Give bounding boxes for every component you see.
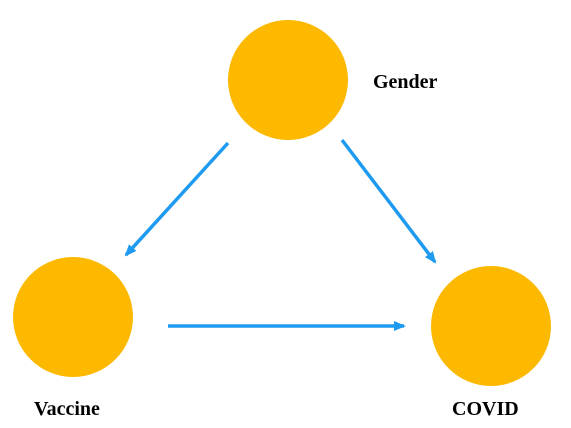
edge-gender-to-covid — [340, 138, 437, 264]
node-vaccine — [13, 257, 133, 377]
node-gender — [228, 20, 348, 140]
node-label-covid: COVID — [452, 398, 519, 420]
edge-gender-to-vaccine — [124, 141, 230, 257]
node-label-vaccine: Vaccine — [34, 398, 100, 420]
node-label-gender: Gender — [373, 71, 438, 93]
node-covid — [431, 266, 551, 386]
